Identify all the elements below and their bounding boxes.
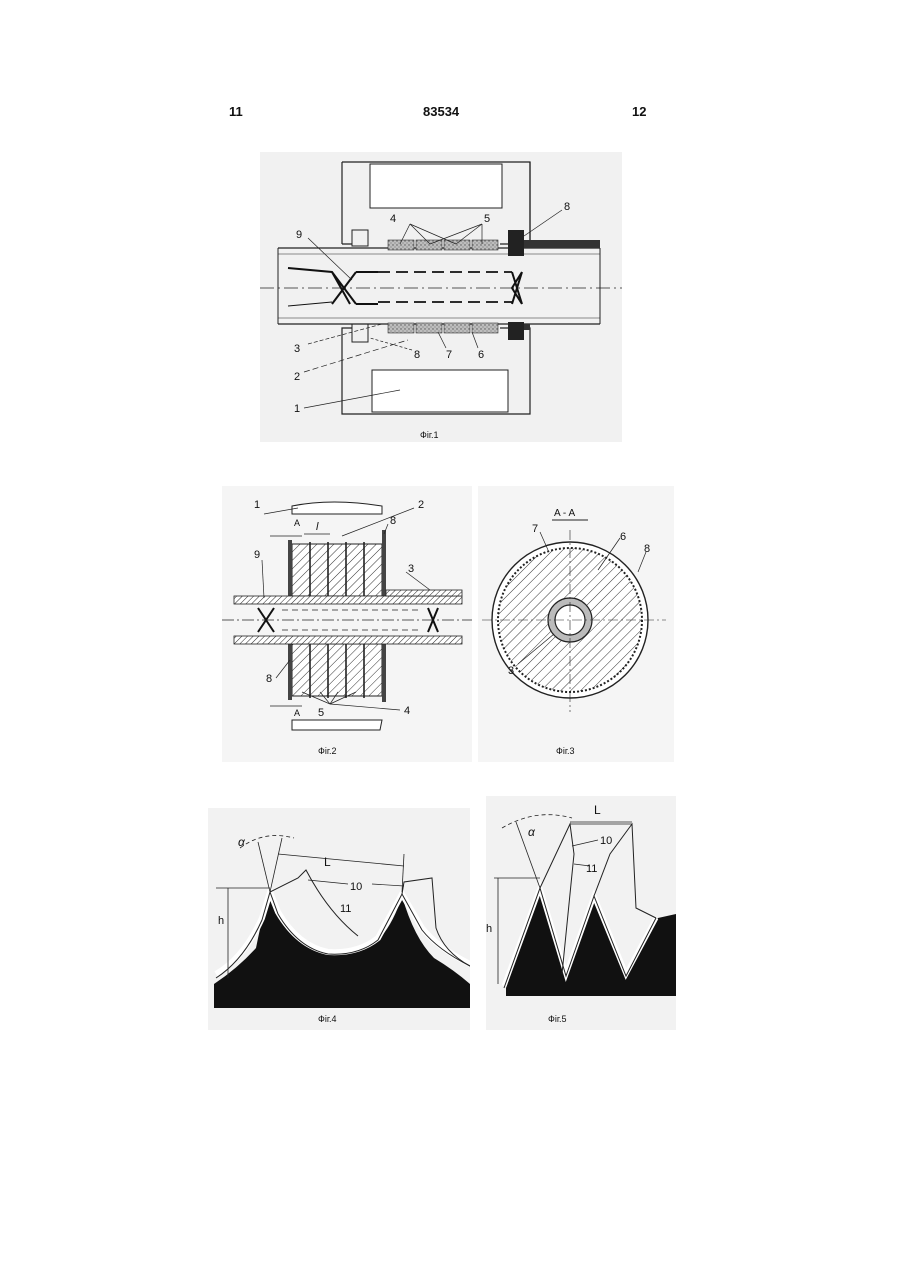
fig5-label-11: 11 (586, 863, 597, 875)
fig4-label-h: h (218, 915, 224, 927)
figure-2-drawing: 1 2 A l 8 3 9 8 5 4 A (222, 486, 472, 762)
fig2-label-5: 5 (318, 707, 324, 719)
fig1-label-1: 1 (294, 403, 300, 415)
figure-4-drawing: α L h 10 11 (208, 808, 470, 1030)
fig2-label-4: 4 (404, 705, 410, 717)
fig1-label-8-top: 8 (564, 201, 570, 213)
fig1-label-9: 9 (296, 229, 302, 241)
fig4-label-10: 10 (350, 881, 362, 893)
fig3-caption: Фіг.3 (556, 746, 575, 756)
figure-2: 1 2 A l 8 3 9 8 5 4 A Фіг.2 (222, 486, 472, 762)
patent-number: 83534 (423, 104, 459, 119)
figure-3-drawing: A - A 7 6 8 3 (478, 486, 674, 762)
fig5-label-10: 10 (600, 835, 612, 847)
fig2-caption: Фіг.2 (318, 746, 337, 756)
figure-5: α L h 10 11 Фіг.5 (486, 796, 676, 1030)
fig2-label-l: l (316, 521, 319, 533)
fig3-label-6: 6 (620, 531, 626, 543)
page-number-right: 12 (632, 104, 646, 119)
fig1-label-5: 5 (484, 213, 490, 225)
fig2-label-2: 2 (418, 499, 424, 511)
fig4-label-alpha: α (238, 835, 246, 849)
fig3-label-8: 8 (644, 543, 650, 555)
fig3-label-7: 7 (532, 523, 538, 535)
fig1-label-2: 2 (294, 371, 300, 383)
fig1-label-6: 6 (478, 349, 484, 361)
fig4-label-11: 11 (340, 903, 351, 915)
fig4-caption: Фіг.4 (318, 1014, 337, 1024)
fig2-label-8-bottom: 8 (266, 673, 272, 685)
fig2-label-8-top: 8 (390, 515, 396, 527)
fig1-label-3: 3 (294, 343, 300, 355)
fig4-label-L: L (324, 855, 331, 869)
fig3-label-3: 3 (508, 665, 514, 677)
fig1-label-8-bottom: 8 (414, 349, 420, 361)
fig1-label-7: 7 (446, 349, 452, 361)
fig2-label-A-bottom: A (294, 708, 300, 718)
fig5-label-L: L (594, 803, 601, 817)
fig5-label-alpha: α (528, 825, 536, 839)
fig5-label-h: h (486, 923, 492, 935)
fig1-caption: Фіг.1 (420, 430, 439, 440)
figure-1-drawing: 4 5 8 9 3 2 1 8 7 6 (260, 152, 622, 442)
figure-5-drawing: α L h 10 11 (486, 796, 676, 1030)
fig2-label-3: 3 (408, 563, 414, 575)
fig2-label-9: 9 (254, 549, 260, 561)
fig5-caption: Фіг.5 (548, 1014, 567, 1024)
fig3-section-label: A - A (554, 508, 575, 519)
figure-1: 4 5 8 9 3 2 1 8 7 6 Фіг.1 (260, 152, 622, 442)
fig2-label-1: 1 (254, 499, 260, 511)
figure-4: α L h 10 11 Фіг.4 (208, 808, 470, 1030)
fig2-label-A-top: A (294, 518, 300, 528)
figure-3: A - A 7 6 8 3 Фіг.3 (478, 486, 674, 762)
page-number-left: 11 (229, 104, 243, 119)
fig1-label-4: 4 (390, 213, 396, 225)
